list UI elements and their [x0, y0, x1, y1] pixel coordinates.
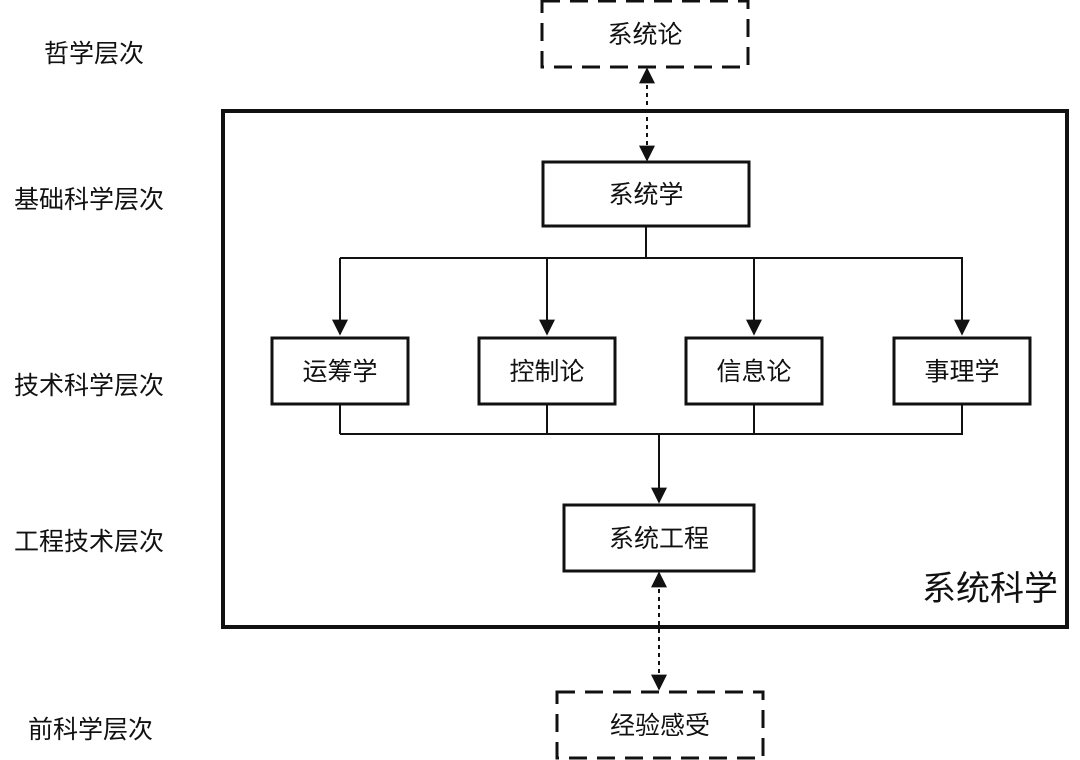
node-systematics: 系统学 — [541, 160, 751, 228]
node-information-theory: 信息论 — [684, 336, 824, 406]
node-shili-science-label: 事理学 — [924, 357, 999, 386]
level-philosophy-label: 哲学层次 — [44, 39, 145, 68]
node-systems-engineering-label: 系统工程 — [609, 524, 709, 553]
node-information-theory-label: 信息论 — [716, 357, 791, 386]
node-control-theory: 控制论 — [477, 336, 617, 406]
level-pre-science-label: 前科学层次 — [28, 715, 154, 744]
level-technical-science-label: 技术科学层次 — [14, 371, 165, 400]
node-operations-research: 运筹学 — [270, 336, 410, 406]
node-control-theory-label: 控制论 — [509, 357, 584, 386]
node-operations-research-label: 运筹学 — [302, 357, 377, 386]
node-systematics-label: 系统学 — [608, 180, 683, 209]
node-experience-label: 经验感受 — [610, 711, 710, 740]
merge-connectors — [339, 404, 963, 504]
node-systems-engineering: 系统工程 — [562, 503, 756, 573]
level-engineering-label: 工程技术层次 — [14, 527, 165, 556]
branch-connectors — [332, 226, 970, 336]
systems-science-label: 系统科学 — [922, 569, 1058, 609]
level-basic-science-label: 基础科学层次 — [14, 185, 165, 214]
node-shili-science: 事理学 — [892, 336, 1032, 406]
node-systems-theory-label: 系统论 — [607, 20, 682, 49]
node-systems-theory: 系统论 — [540, 0, 750, 69]
node-experience: 经验感受 — [555, 690, 765, 760]
